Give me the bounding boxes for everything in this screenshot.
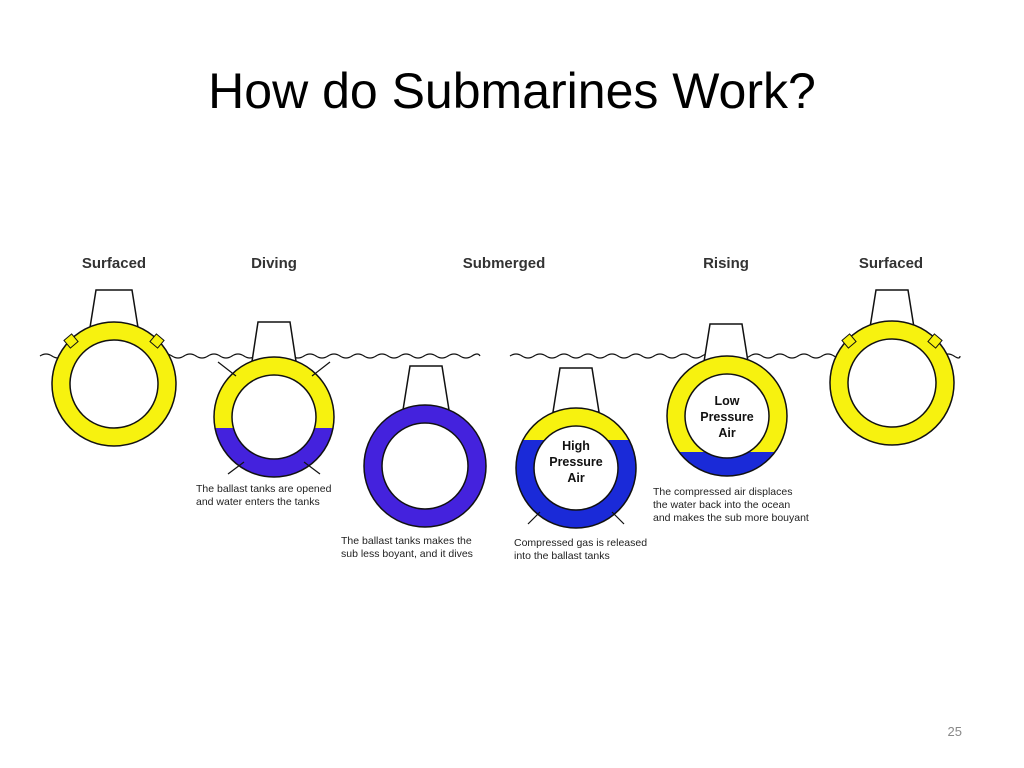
slide-title: How do Submarines Work? xyxy=(208,63,816,119)
submarine-surfaced-2 xyxy=(829,289,955,446)
caption-rising-3: and makes the sub more bouyant xyxy=(653,512,809,524)
high-pressure-label-3: Air xyxy=(567,471,585,485)
submarine-compressed-air: High Pressure Air xyxy=(515,367,637,529)
caption-rising-2: the water back into the ocean xyxy=(653,499,790,511)
low-pressure-label-3: Air xyxy=(718,426,736,440)
page-number: 25 xyxy=(947,724,962,739)
stage-label-submerged: Submerged xyxy=(463,255,546,272)
caption-compressed-2: into the ballast tanks xyxy=(514,550,610,562)
submarine-rising: Low Pressure Air xyxy=(666,323,788,477)
high-pressure-label-1: High xyxy=(562,439,590,453)
caption-compressed-1: Compressed gas is released xyxy=(514,537,647,549)
submarine-surfaced-1 xyxy=(51,289,177,447)
stage-label-surfaced-2: Surfaced xyxy=(859,255,923,272)
low-pressure-label-1: Low xyxy=(715,394,740,408)
caption-rising-1: The compressed air displaces xyxy=(653,486,792,498)
caption-diving-1: The ballast tanks are opened xyxy=(196,483,332,495)
stage-label-diving: Diving xyxy=(251,255,297,272)
caption-submerged-2: sub less boyant, and it dives xyxy=(341,548,473,560)
ballast-tank-air xyxy=(52,322,176,446)
ballast-tank-flooded xyxy=(364,405,486,527)
submarine-diving xyxy=(213,321,335,478)
high-pressure-label-2: Pressure xyxy=(549,455,603,469)
low-pressure-label-2: Pressure xyxy=(700,410,754,424)
stage-label-rising: Rising xyxy=(703,255,749,272)
caption-diving-2: and water enters the tanks xyxy=(196,496,320,508)
caption-submerged-1: The ballast tanks makes the xyxy=(341,535,472,547)
stage-label-surfaced-1: Surfaced xyxy=(82,255,146,272)
submarine-submerged xyxy=(363,365,487,528)
